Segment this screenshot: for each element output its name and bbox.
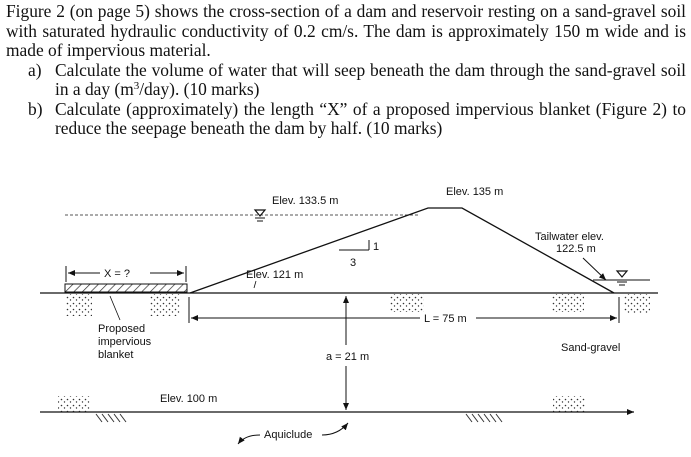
soil-stipple: [390, 294, 424, 312]
question-parts: a) Calculate the volume of water that wi…: [6, 59, 686, 139]
slope-run-label: 3: [350, 257, 356, 269]
part-text: Calculate the volume of water that will …: [55, 59, 686, 99]
bottom-elev-label: Elev. 100 m: [160, 393, 217, 405]
slope-indicator: [339, 240, 370, 251]
soil-stipple: [66, 294, 92, 316]
impervious-blanket: [64, 283, 188, 293]
superscript: 3: [133, 80, 140, 92]
soil-stipple: [150, 294, 180, 316]
reservoir-water-symbol: [253, 209, 267, 222]
depth-label: a = 21 m: [326, 351, 369, 363]
x-dimension-label: X = ?: [104, 268, 130, 280]
tailwater-label-line2: 122.5 m: [556, 243, 596, 255]
dam-cross-section-figure: Elev. 133.5 m Elev. 135 m 3 1 Tailwater …: [40, 186, 658, 445]
part-marker: b): [28, 98, 43, 119]
ground-elev-leader: [253, 280, 257, 289]
crest-elev-label: Elev. 135 m: [446, 186, 503, 198]
blanket-label-line2: impervious: [98, 336, 152, 348]
problem-text: Figure 2 (on page 5) shows the cross-sec…: [6, 1, 686, 139]
part-text: Calculate (approximately) the length “X”…: [55, 98, 686, 138]
question-intro: Figure 2 (on page 5) shows the cross-sec…: [6, 1, 686, 60]
ground-elev-label: Elev. 121 m: [246, 269, 303, 281]
part-text-end: /day). (10 marks): [139, 79, 260, 99]
part-marker: a): [28, 59, 42, 80]
aquiclude-label: Aquiclude: [264, 429, 312, 441]
aquiclude-arrow-right: [321, 422, 349, 436]
soil-stipple: [58, 396, 90, 412]
slope-rise-label: 1: [373, 241, 379, 253]
tailwater-water-symbol: [615, 270, 629, 286]
question-part-a: a) Calculate the volume of water that wi…: [6, 59, 686, 100]
reservoir-elev-label: Elev. 133.5 m: [272, 195, 338, 207]
question-part-b: b) Calculate (approximately) the length …: [6, 98, 686, 139]
soil-stipple: [624, 294, 650, 314]
blanket-label-line1: Proposed: [98, 323, 145, 335]
l-dimension: [188, 297, 620, 323]
aquiclude-hatch: [465, 413, 503, 423]
aquiclude-hatch: [95, 413, 127, 423]
soil-label: Sand-gravel: [561, 342, 620, 354]
soil-stipple: [553, 396, 585, 412]
tailwater-label-line1: Tailwater elev.: [535, 231, 604, 243]
tailwater-leader: [582, 257, 607, 281]
base-length-label: L = 75 m: [424, 313, 467, 325]
soil-stipple: [552, 294, 584, 312]
dam-outline: [189, 207, 615, 294]
blanket-leader: [109, 295, 121, 321]
x-dimension: [65, 266, 187, 282]
aquiclude-arrow-left: [237, 434, 261, 445]
blanket-label-line3: blanket: [98, 349, 133, 361]
